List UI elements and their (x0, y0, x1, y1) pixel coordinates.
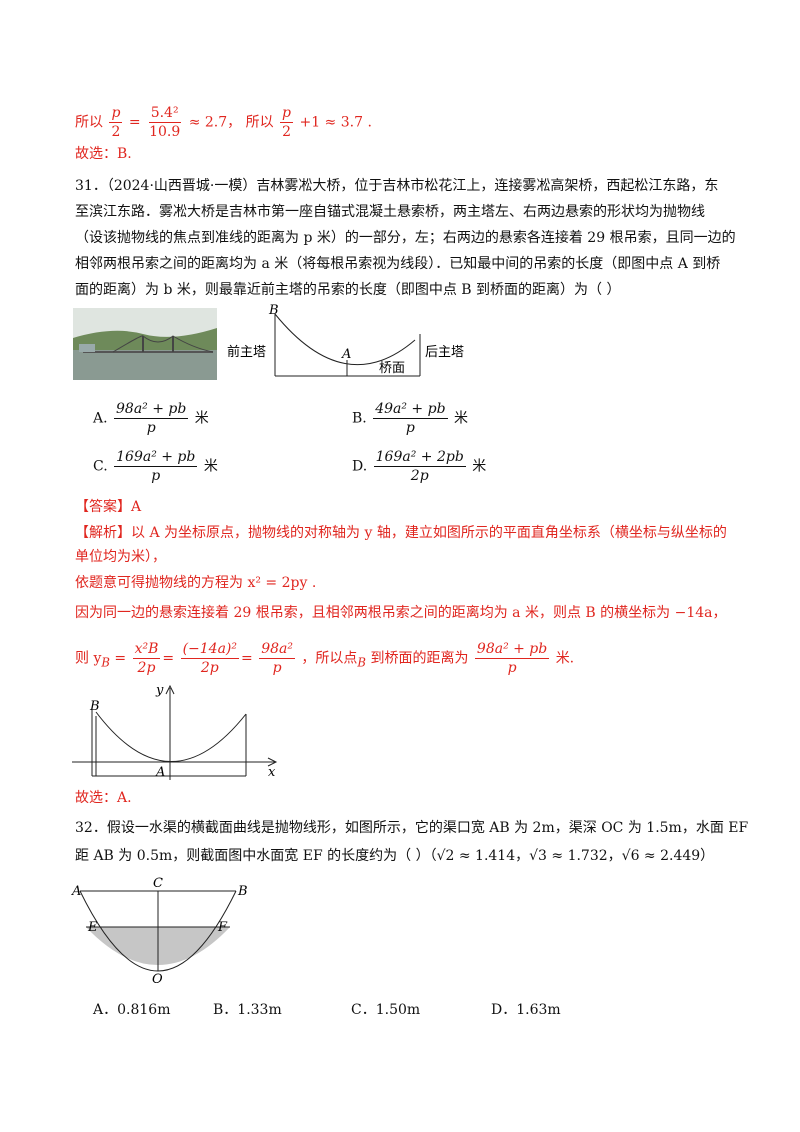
q31-line3: （设该抛物线的焦点到准线的距离为 p 米）的一部分，左；右两边的悬索各连接着 2… (75, 230, 736, 246)
q32-line2: 距 AB 为 0.5m，则截面图中水面宽 EF 的长度约为（ ）（√2 ≈ 1.… (75, 848, 715, 864)
label-A: A (341, 347, 351, 362)
label-deck: 桥面 (379, 361, 405, 376)
channel-label-F: F (217, 920, 228, 935)
q32-option-d[interactable]: D．1.63m (491, 1002, 561, 1018)
channel-label-C: C (153, 876, 163, 891)
choice-line-q31: 故选：A. (75, 790, 132, 806)
text: 所以 (75, 114, 103, 131)
choice-line: 故选：B. (75, 146, 132, 162)
bridge-diagram: B A 前主塔 后主塔 桥面 (227, 303, 464, 377)
q31-line4: 相邻两根吊索之间的距离均为 a 米（将每根吊索视为线段）．已知最中间的吊索的长度… (75, 256, 721, 272)
q32-line1: 32．假设一水渠的横截面曲线是抛物线形，如图所示，它的渠口宽 AB 为 2m，渠… (75, 820, 749, 836)
label-back-tower: 后主塔 (425, 345, 464, 360)
label-front-tower: 前主塔 (227, 344, 266, 360)
channel-diagram: A B C E F O (71, 876, 248, 985)
q32-option-a[interactable]: A．0.816m (93, 1002, 171, 1018)
channel-label-A: A (71, 884, 81, 899)
label-B: B (268, 303, 279, 318)
analysis-line3: 依题意可得抛物线的方程为 x² = 2py . (75, 575, 317, 591)
axis-y-label: y (155, 683, 164, 698)
analysis-line1: 【解析】以 A 为坐标原点，抛物线的对称轴为 y 轴，建立如图所示的平面直角坐标… (75, 525, 727, 541)
q31-line5: 面的距离）为 b 米，则最靠近前主塔的吊索的长度（即图中点 B 到桥面的距离）为… (75, 282, 621, 298)
channel-label-O: O (152, 972, 163, 985)
analysis-line2: 单位均为米）， (75, 549, 166, 565)
bridge-photo (73, 308, 217, 380)
q31-line1: 31．（2024·山西晋城·一模）吉林雾凇大桥，位于吉林市松花江上，连接雾凇高架… (75, 178, 719, 194)
channel-label-B: B (237, 884, 248, 899)
answer-line: 【答案】A (75, 499, 142, 515)
graph-label-B: B (89, 699, 100, 714)
graph-label-A: A (155, 765, 165, 780)
q32-option-c[interactable]: C．1.50m (351, 1002, 421, 1018)
coordinate-graph: y x B A (72, 683, 278, 780)
analysis-line4: 因为同一边的悬索连接着 29 根吊索，且相邻两根吊索之间的距离均为 a 米，则点… (75, 605, 727, 621)
axis-x-label: x (268, 765, 276, 780)
q31-line2: 至滨江东路．雾凇大桥是吉林市第一座自锚式混凝土悬索桥，两主塔左、右两边悬索的形状… (75, 204, 705, 220)
q32-option-b[interactable]: B．1.33m (213, 1002, 282, 1018)
channel-label-E: E (87, 920, 98, 935)
